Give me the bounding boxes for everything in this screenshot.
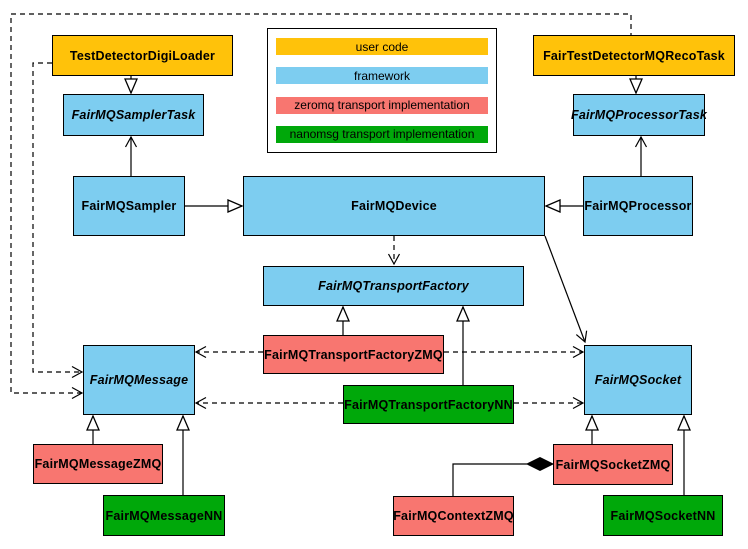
node-fairmqmessagenn: FairMQMessageNN bbox=[103, 495, 225, 536]
legend-item-nanomsg: nanomsg transport implementation bbox=[276, 125, 488, 143]
node-fairmqdevice: FairMQDevice bbox=[243, 176, 545, 236]
node-fairmqsampler: FairMQSampler bbox=[73, 176, 185, 236]
node-fairtestdetectormqrecotask: FairTestDetectorMQRecoTask bbox=[533, 35, 735, 76]
legend-item-zeromq: zeromq transport implementation bbox=[276, 96, 488, 114]
node-fairmqprocessor: FairMQProcessor bbox=[583, 176, 693, 236]
legend: user code framework zeromq transport imp… bbox=[267, 28, 497, 153]
node-fairmqsocketnn: FairMQSocketNN bbox=[603, 495, 723, 536]
node-fairmqtransportfactory: FairMQTransportFactory bbox=[263, 266, 524, 306]
node-fairmqcontextzmq: FairMQContextZMQ bbox=[393, 496, 514, 536]
legend-item-user-code: user code bbox=[276, 38, 488, 55]
node-fairmqprocessortask: FairMQProcessorTask bbox=[571, 94, 707, 136]
edge-assoc-device-socket bbox=[544, 235, 588, 344]
node-fairmqtransportfactoryzmq: FairMQTransportFactoryZMQ bbox=[263, 335, 444, 374]
node-testdetectordigiloader: TestDetectorDigiLoader bbox=[52, 35, 233, 76]
node-fairmqsocketzmq: FairMQSocketZMQ bbox=[553, 444, 673, 485]
legend-item-framework: framework bbox=[276, 67, 488, 85]
node-fairmqtransportfactorynn: FairMQTransportFactoryNN bbox=[343, 385, 514, 424]
node-fairmqsocket: FairMQSocket bbox=[584, 345, 692, 415]
node-fairmqmessagezmq: FairMQMessageZMQ bbox=[33, 444, 163, 484]
composition-diamond-icon bbox=[525, 456, 555, 472]
edge-comp-contextzmq-socketzmq bbox=[452, 463, 527, 496]
node-fairmqmessage: FairMQMessage bbox=[83, 345, 195, 415]
node-fairmqsamplertask: FairMQSamplerTask bbox=[63, 94, 204, 136]
